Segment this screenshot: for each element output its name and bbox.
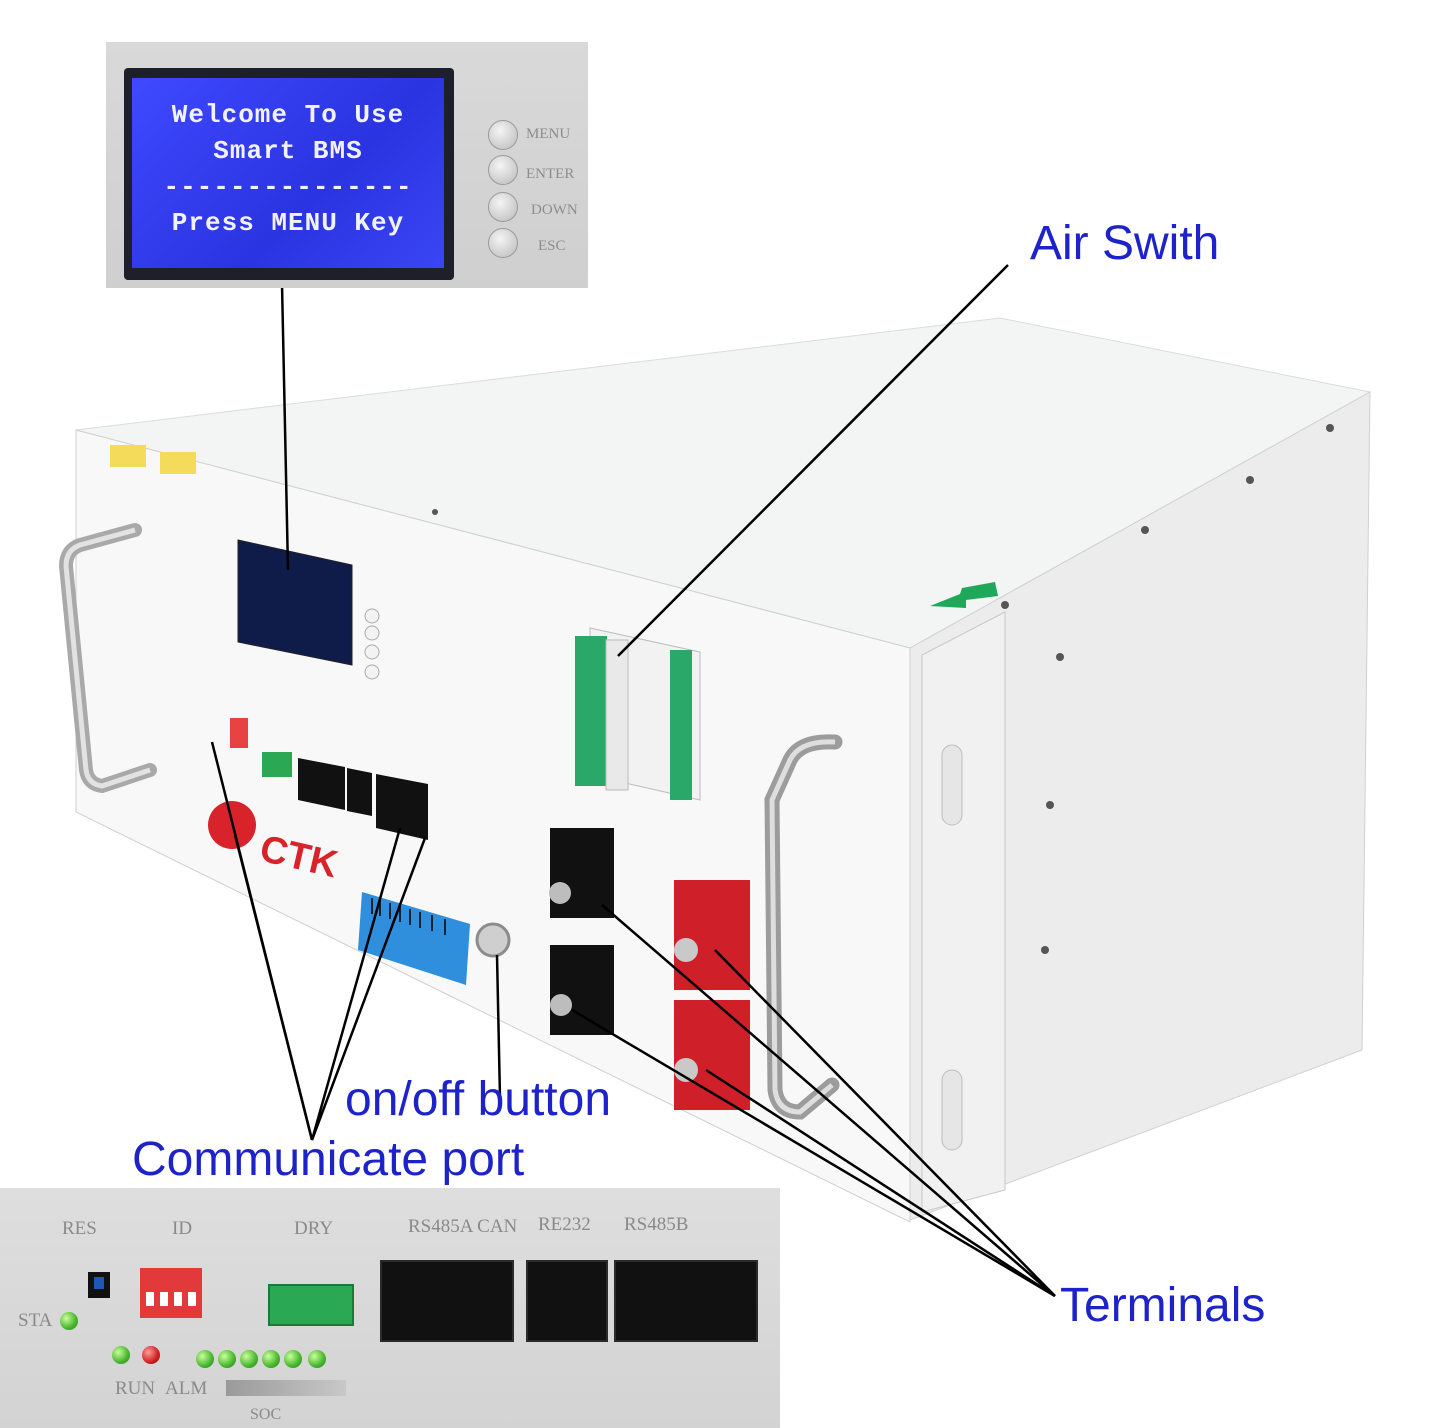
rs485b-port[interactable] xyxy=(614,1260,758,1342)
res-label: RES xyxy=(62,1218,97,1239)
lcd-screen: Welcome To Use Smart BMS ---------------… xyxy=(132,78,444,268)
terminal-black-bottom xyxy=(550,945,614,1035)
on-off-button-label: on/off button xyxy=(345,1073,612,1126)
id-label: ID xyxy=(172,1218,193,1239)
soc-led-3 xyxy=(240,1350,258,1368)
id-dip-switch[interactable] xyxy=(140,1268,202,1318)
air-switch-callout-line xyxy=(617,264,1009,657)
re232-port[interactable] xyxy=(526,1260,608,1342)
power-button-graphic xyxy=(475,922,511,958)
lcd-line-4: Press MENU Key xyxy=(171,208,405,238)
lcd-divider: --------------- xyxy=(163,172,413,202)
terminals-label: Terminals xyxy=(1060,1279,1266,1332)
rs485b-label: RS485B xyxy=(624,1214,689,1235)
enter-button[interactable] xyxy=(488,155,518,185)
soc-bar-graphic xyxy=(226,1380,346,1396)
rs485a-can-label: RS485A CAN xyxy=(408,1216,518,1237)
dry-label: DRY xyxy=(294,1218,334,1239)
menu-button-label: MENU xyxy=(526,126,571,142)
esc-button[interactable] xyxy=(488,228,518,258)
port-panel-inset: RES ID DRY RS485A CAN RE232 RS485B STA R… xyxy=(0,1188,780,1428)
re232-label: RE232 xyxy=(538,1214,591,1235)
soc-led-5 xyxy=(284,1350,302,1368)
alm-label: ALM xyxy=(165,1378,208,1399)
on-off-callout-line xyxy=(495,954,502,1099)
esc-button-label: ESC xyxy=(538,238,566,254)
lcd-callout-line xyxy=(280,283,290,571)
sta-led xyxy=(60,1312,78,1330)
rs485a-can-port[interactable] xyxy=(380,1260,514,1342)
down-button-label: DOWN xyxy=(531,202,578,218)
run-led xyxy=(112,1346,130,1364)
terminal-black-top xyxy=(549,828,614,918)
soc-led-1 xyxy=(196,1350,214,1368)
communicate-port-label: Communicate port xyxy=(132,1133,525,1186)
lcd-zoom-inset: Welcome To Use Smart BMS ---------------… xyxy=(106,42,588,288)
soc-led-6 xyxy=(308,1350,326,1368)
menu-button[interactable] xyxy=(488,120,518,150)
soc-label: SOC xyxy=(250,1406,282,1423)
alm-led xyxy=(142,1346,160,1364)
run-label: RUN xyxy=(115,1378,156,1399)
soc-led-2 xyxy=(218,1350,236,1368)
mounting-bracket xyxy=(921,611,1006,1213)
air-switch-label: Air Swith xyxy=(1030,217,1220,270)
sta-label: STA xyxy=(18,1310,53,1331)
lcd-line-2: Smart BMS xyxy=(213,136,363,166)
lcd-bezel: Welcome To Use Smart BMS ---------------… xyxy=(124,68,454,280)
down-button[interactable] xyxy=(488,192,518,222)
soc-led-4 xyxy=(262,1350,280,1368)
lcd-line-1: Welcome To Use xyxy=(171,100,405,130)
unit-lcd xyxy=(237,539,353,666)
dry-contact-terminal[interactable] xyxy=(268,1284,354,1326)
enter-button-label: ENTER xyxy=(526,166,575,182)
reset-button[interactable] xyxy=(88,1272,110,1298)
